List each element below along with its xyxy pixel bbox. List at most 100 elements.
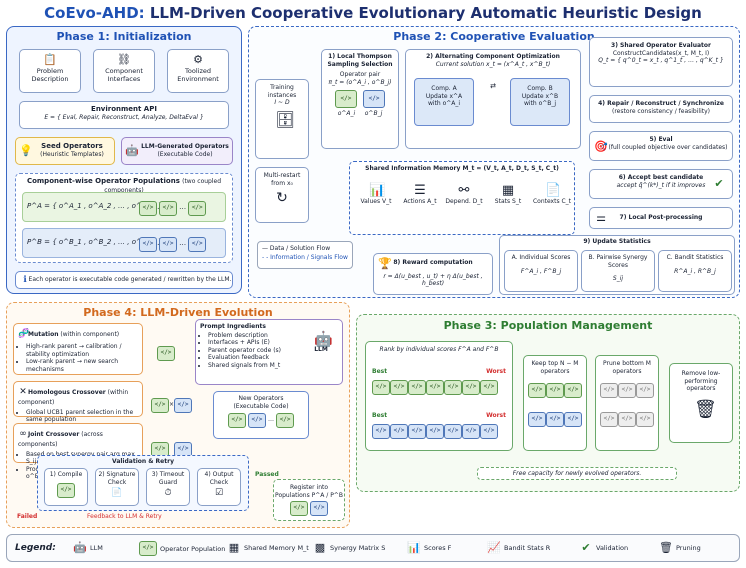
memory-stats: ▦Stats S_t [486,180,530,230]
lightbulb-icon: 💡 [19,144,33,157]
operator-chip: </> [139,541,157,556]
best-label-a: Best [372,368,388,375]
operator-chip: </> [57,482,75,498]
stats-bandit-sym: R^A_i , R^B_j [674,267,716,275]
operator-chip: </> [528,412,546,427]
stats-individual-sym: F^A_i , F^B_j [520,267,562,275]
step5-box: 🎯 5) Eval (full coupled objective over c… [589,131,733,161]
operator-chip: </> [618,412,636,427]
legend-population: </>Operator Population [139,541,225,556]
prompt-title: Prompt Ingredients [200,323,266,330]
operator-chip: </> [227,413,246,428]
problem-description-label: Problem Description [31,67,69,84]
document-icon: 📄 [111,488,123,498]
seed-operators-box: 💡 Seed Operators (Heuristic Templates) [15,137,115,165]
phase3-title: Phase 3: Population Management [443,319,653,332]
legend: Legend: 🤖LLM </>Operator Population ▦Sha… [6,534,740,562]
legend-bandit: 📈Bandit Stats R [487,541,550,555]
operator-chip: </> [636,412,654,427]
operator-chip: </> [480,380,498,395]
network-icon: ⛓ [117,53,131,66]
memory-title: Shared Information Memory M_t = (V_t, A_… [365,165,559,172]
operator-chip: </> [276,413,295,428]
gear-icon: ⚙ [193,53,203,66]
stats-bandit-title: C. Bandit Statistics [666,254,724,261]
multirestart-box: Multi-restart from x₀ ↻ [255,167,309,223]
legend-text: Shared Memory M_t [244,544,309,552]
component-interfaces-label: Component Interfaces [105,67,143,84]
ob-label: o^B_j [364,110,383,117]
step5-title: 5) Eval [649,136,673,143]
free-capacity-note: Free capacity for newly evolved operator… [477,467,677,480]
prompt-item: Parent operator code (s) [208,347,342,355]
llm-generated-operators-box: 🤖 LLM-Generated Operators (Executable Co… [121,137,233,165]
register-label: Register into Populations P^A / P^B [275,484,343,499]
operator-chip: </> [564,412,582,427]
memory-depend-label: Depend. D_t [445,198,483,205]
mutation-box: 🧬Mutation (within component) High-rank p… [13,323,143,375]
operator-chip: </> [188,201,207,216]
target-icon: 🎯 [594,140,608,153]
homo-title: Homologous Crossover [28,389,106,396]
legend-scores: 📊Scores F [407,541,451,555]
phase1-title: Phase 1: Initialization [56,30,192,43]
info-icon: ℹ [23,275,27,285]
bar-chart-icon: 📊 [369,183,386,198]
population-b-chips: </> </> … </> [139,237,207,252]
problem-description-box: 📋 Problem Description [19,49,81,93]
step5-sub: (full coupled objective over candidates) [608,143,728,151]
prompt-ingredients-box: Prompt Ingredients Problem description I… [195,319,343,385]
step3-box: 3) Shared Operator Evaluator ConstructCa… [589,37,733,87]
step4-title: 4) Repair / Reconstruct / Synchronize [598,100,724,107]
val-step-label: 3) Timeout Guard [151,471,185,486]
step4-box: 4) Repair / Reconstruct / Synchronize (r… [589,95,733,123]
llm-operators-title: LLM-Generated Operators [141,143,229,150]
step6-box: 6) Accept best candidate accept q̃^(k*)_… [589,169,733,199]
new-operators-box: New Operators (Executable Code) </> </> … [213,391,309,439]
val-step-label: 2) Signature Check [98,471,136,486]
homo-bullet: Global UCB1 parent selection in the same… [26,409,142,424]
legend-pruning: 🗑Pruning [659,541,701,555]
operator-chip: </> [157,346,175,361]
thompson-sampling-box: 1) Local Thompson Sampling Selection Ope… [321,49,399,149]
operator-chip: </> [618,383,636,398]
document-icon: 📄 [545,183,562,198]
mutation-title: Mutation [28,331,59,338]
memory-depend: ⚯Depend. D_t [442,180,486,230]
operator-chip: </> [600,412,618,427]
sliders-icon: ⚌ [596,211,606,224]
ellipsis: … [179,239,187,247]
operator-chip: </> [546,383,564,398]
shield-check-icon: ✔ [581,541,591,554]
reward-title: 8) Reward computation [393,259,473,266]
line-chart-icon: 📈 [487,541,501,554]
operator-pair-label: Operator pair [339,71,381,78]
population-a-row: P^A = { o^A_1 , o^A_2 , … , o^A_N } </> … [22,192,226,222]
worst-label-a: Worst [486,368,506,375]
operator-chip: </> [289,501,308,516]
seed-operators-sub: (Heuristic Templates) [40,150,104,158]
step3-formula: Q_t = { q^0_t = x_t , q^1_t , … , q^K_t … [598,57,724,64]
legend-text: Operator Population [160,544,226,553]
prune-title: Prune bottom M operators [603,360,651,375]
operator-chip: </> [310,501,329,516]
joint-tag: (across components) [18,431,103,448]
step4-sub: (restore consistency / feasibility) [611,107,710,115]
clock-icon: ⏱ [164,488,172,498]
populations-title: Component-wise Operator Populations [26,177,180,185]
operator-chip: </> [174,398,193,413]
ranked-row-a: </></></></></></></> [372,380,498,395]
operator-chip: </> [159,237,178,252]
comp-a-text: Comp. A Update x^A with o^A_i [425,85,463,107]
homo-tag: (within component) [18,389,129,406]
note-text: Each operator is executable code generat… [28,276,232,283]
val-step-label: 1) Compile [49,471,83,478]
prompt-item: Problem description [208,332,342,340]
phase2-title: Phase 2: Cooperative Evaluation [393,30,595,43]
prompt-item: Interfaces + APIs (E) [208,339,342,347]
memory-actions: ☰Actions A_t [398,180,442,230]
phase4-title: Phase 4: LLM-Driven Evolution [83,306,273,319]
flow-legend-data: Data / Solution Flow [269,245,331,252]
legend-synergy: ▩Synergy Matrix S [313,541,386,555]
alt-title: 2) Alternating Component Optimization [426,53,560,60]
